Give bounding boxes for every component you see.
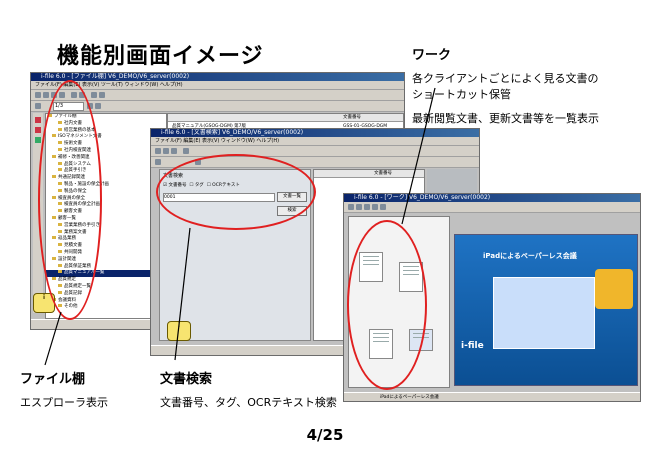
file-shelf-desc: エスプローラ表示 — [20, 396, 108, 409]
file-shelf-menubar[interactable]: ファイル(F) 編集(E) 表示(V) ツール(T) ウィンドウ(W) ヘルプ(… — [31, 81, 404, 90]
preview-graphic — [493, 277, 595, 349]
document-preview: iPadによるペーパーレス会議 i-file — [454, 234, 638, 386]
search-label: 文書検索 — [160, 372, 213, 387]
list-header[interactable]: 文書番号 — [168, 114, 403, 122]
search-toolbar — [151, 146, 479, 157]
toolbar-icon[interactable] — [91, 92, 97, 98]
work-toolbar — [344, 202, 640, 213]
work-desc-3: 最新閲覧文書、更新文書等を一覧表示 — [412, 112, 599, 125]
work-titlebar[interactable]: i-file 6.0 - [ワーク] V6_DEMO/V6_server(000… — [344, 194, 640, 202]
taskbar-item[interactable]: iPadによるペーパーレス会議 — [380, 395, 439, 400]
toolbar-icon[interactable] — [155, 148, 161, 154]
page-number: 4/25 — [306, 426, 344, 444]
search-menubar[interactable]: ファイル(F) 編集(E) 表示(V) ウィンドウ(W) ヘルプ(H) — [151, 137, 479, 146]
toolbar-icon[interactable] — [99, 92, 105, 98]
file-shelf-titlebar[interactable]: i-file 6.0 - [ファイル棚] V6_DEMO/V6_server(0… — [31, 73, 404, 81]
preview-title: iPadによるペーパーレス会議 — [483, 252, 577, 260]
toolbar-icon[interactable] — [380, 204, 386, 210]
work-desc-2: ショートカット保管 — [412, 88, 511, 101]
toolbar-icon[interactable] — [356, 204, 362, 210]
file-tree-highlight — [38, 80, 102, 320]
nav-prev-icon[interactable] — [35, 103, 41, 109]
row-code: GSS-01-GSOG-DGM — [343, 124, 388, 129]
work-label: ワーク — [412, 48, 452, 63]
work-highlight — [347, 220, 427, 390]
work-taskbar: iPadによるペーパーレス会議 — [344, 392, 640, 401]
toolbar-icon[interactable] — [183, 148, 189, 154]
toolbar-icon[interactable] — [43, 92, 49, 98]
search-desc: 文書番号、タグ、OCRテキスト検索 — [160, 396, 337, 409]
nav-last-icon[interactable] — [95, 103, 101, 109]
list-header-label: 文書番号 — [343, 115, 361, 120]
table-row[interactable]: 品質マニュアル(GSOG-DGM) 第7版 — [172, 123, 246, 130]
toolbar-icon[interactable] — [348, 204, 354, 210]
row-title: 品質マニュアル(GSOG-DGM) 第7版 — [172, 124, 246, 129]
results-header[interactable]: 文書番号 — [314, 170, 424, 178]
results-header-label: 文書番号 — [374, 171, 392, 176]
toolbar-icon[interactable] — [35, 92, 41, 98]
file-shelf-label: ファイル棚 — [20, 372, 86, 387]
mascot-icon: i — [167, 321, 191, 341]
work-desc-1: 各クライアントごとによく見る文書の — [412, 72, 599, 85]
nav-prev-icon[interactable] — [155, 159, 161, 165]
slide-title: 機能別画面イメージ — [57, 44, 264, 69]
toolbar-icon[interactable] — [372, 204, 378, 210]
toolbar-icon[interactable] — [171, 148, 177, 154]
preview-brand: i-file — [461, 341, 484, 351]
search-titlebar[interactable]: i-file 6.0 - [文書検索] V6_DEMO/V6_server(00… — [151, 129, 479, 137]
preview-callout — [595, 269, 633, 309]
search-statusbar — [151, 345, 479, 355]
search-highlight — [156, 154, 316, 230]
toolbar-icon[interactable] — [163, 148, 169, 154]
toolbar-icon[interactable] — [364, 204, 370, 210]
